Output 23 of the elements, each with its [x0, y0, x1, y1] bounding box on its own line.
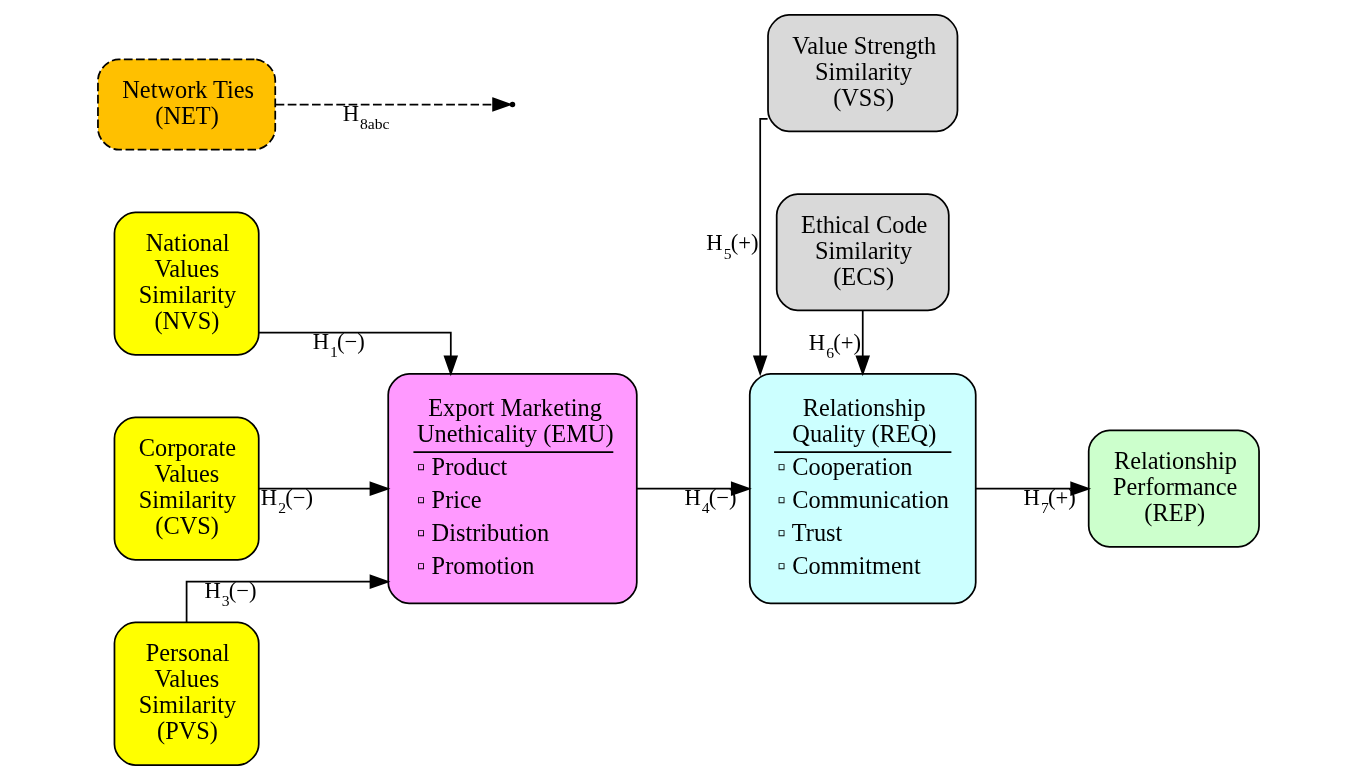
node-box: Relationship Quality (REQ) ▫ Cooperation ▫ Communication ▫ Trust ▫ Commitment [748, 373, 977, 605]
arrow [274, 97, 514, 112]
node-box: Export Marketing Unethicality (EMU) ▫ Product ▫ Price ▫ Distribution ▫ Promotion [387, 373, 638, 605]
node-box: National Values Similarity (NVS) [113, 211, 260, 356]
node-box: Value Strength Similarity (VSS) [767, 14, 959, 133]
arrow [185, 574, 391, 623]
arrow [855, 309, 871, 377]
edge-label: H$_{3}$(−) [204, 577, 257, 610]
node-box: Personal Values Similarity (PVS) [113, 621, 260, 766]
arrow [636, 481, 752, 496]
arrow [975, 481, 1092, 496]
arrow [258, 481, 391, 496]
edge-label: H$_{6}$(+) [808, 329, 861, 362]
node-box: Relationship Performance (REP) [1087, 429, 1260, 548]
node-box: Corporate Values Similarity (CVS) [113, 416, 260, 561]
edge-label: H$_{2}$(−) [260, 484, 313, 517]
node-box: Network Ties (NET) [97, 58, 277, 151]
edge-label: H$_{5}$(+) [706, 230, 759, 262]
edge-label: H$_{8abc}$ [342, 100, 390, 133]
arrow [257, 331, 459, 377]
edge-label: H$_{1}$(−) [312, 328, 365, 361]
node-box: Ethical Code Similarity (ECS) [775, 193, 950, 312]
arrow [752, 118, 769, 377]
